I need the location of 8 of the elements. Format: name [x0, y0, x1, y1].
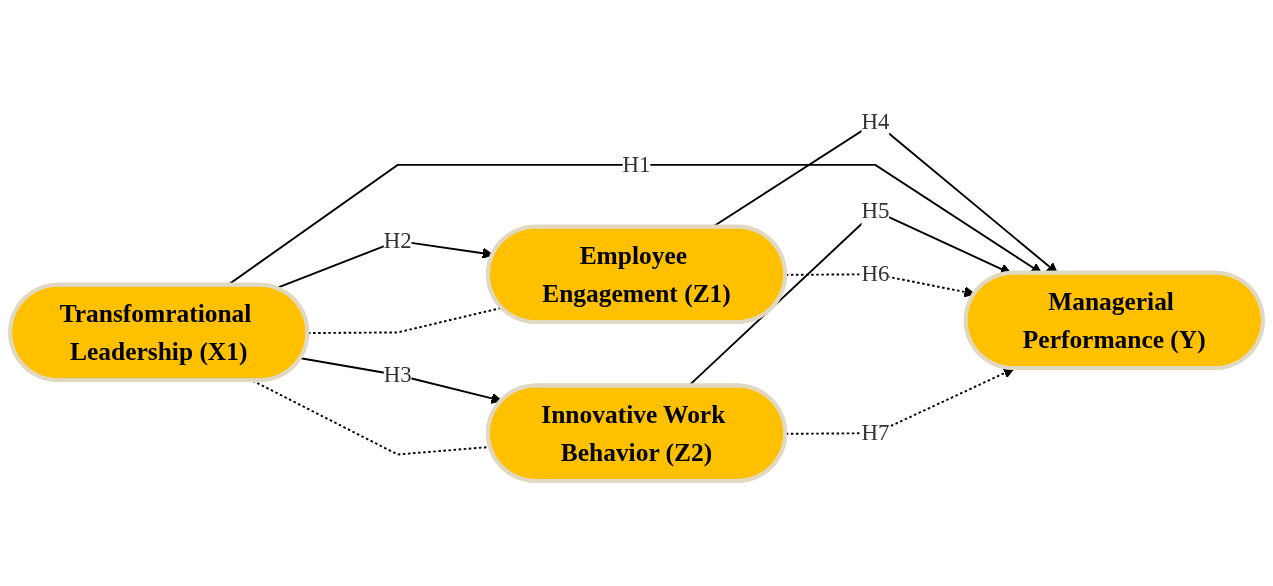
arrow: [299, 357, 503, 404]
edge-label: H1: [622, 151, 651, 177]
edge-label: H7: [861, 419, 890, 446]
edge-label: H2: [383, 227, 412, 253]
edge-label: H4: [861, 108, 890, 135]
edge-label: H6: [861, 260, 890, 287]
edge-label: H3: [383, 361, 412, 388]
edge-label: H5: [861, 197, 890, 224]
